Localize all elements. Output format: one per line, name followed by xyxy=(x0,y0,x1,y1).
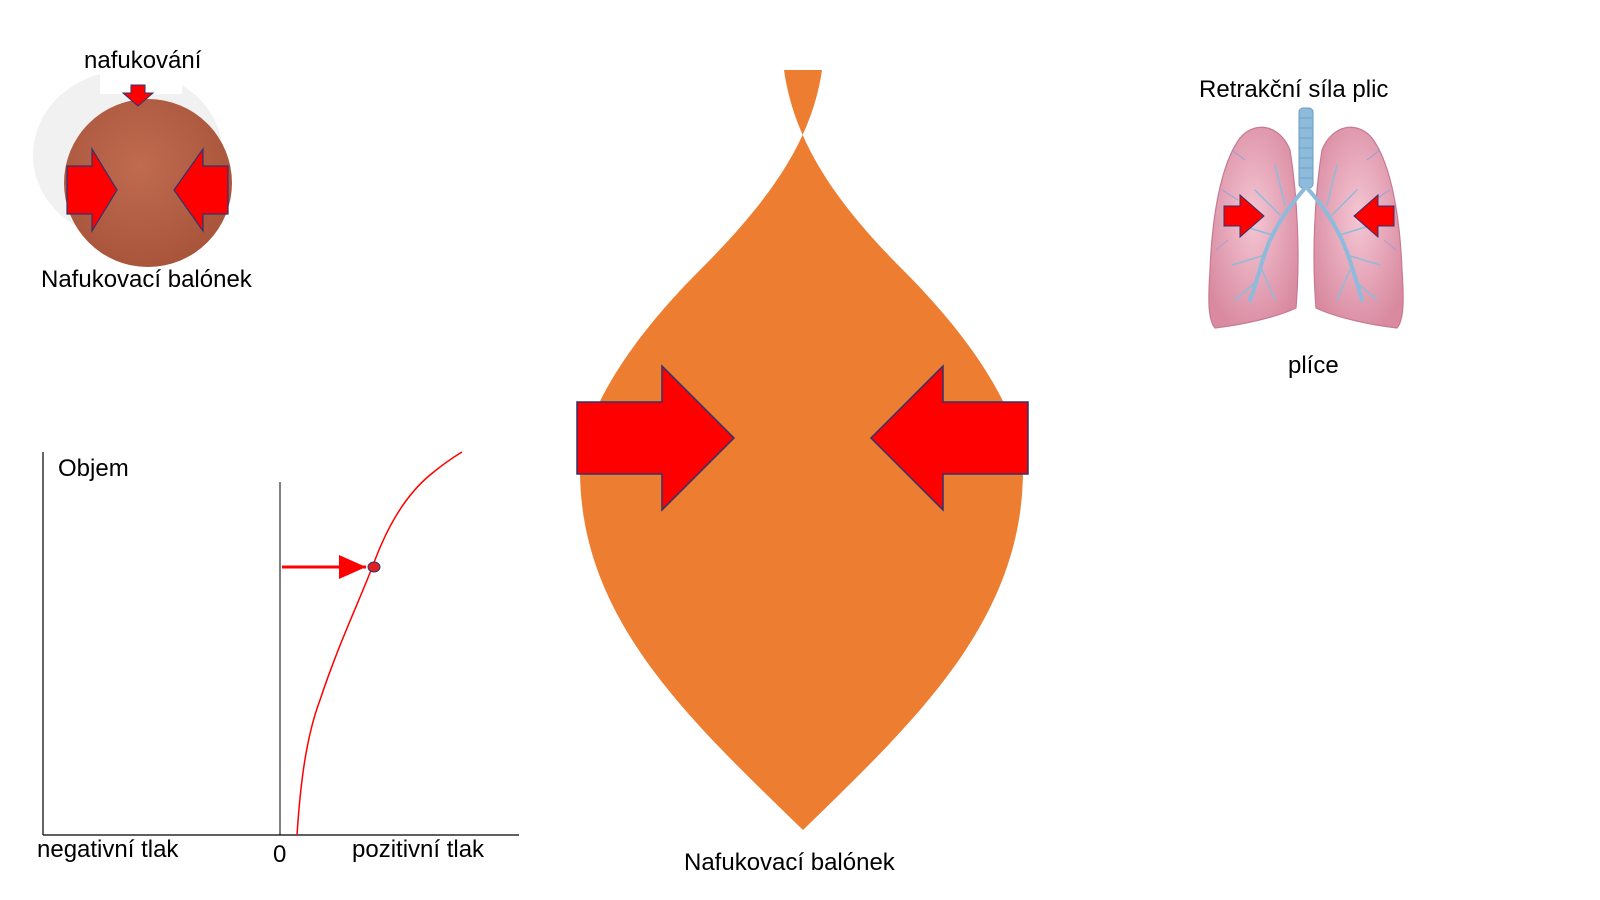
small-balloon-label: Nafukovací balónek xyxy=(41,266,252,293)
graph-x-positive-label: pozitivní tlak xyxy=(352,836,485,863)
lungs-caption: plíce xyxy=(1288,352,1339,379)
operating-point xyxy=(367,561,381,573)
lung-left xyxy=(1208,126,1299,329)
lungs-title: Retrakční síla plic xyxy=(1199,76,1389,103)
small-balloon xyxy=(64,99,232,267)
graph-x-zero-label: 0 xyxy=(273,841,287,868)
inflate-arrow-down-icon xyxy=(121,84,155,107)
graph-x-negative-label: negativní tlak xyxy=(37,836,179,863)
small-arrow-left-icon xyxy=(173,147,229,233)
big-balloon-group xyxy=(576,70,1029,830)
big-balloon-caption: Nafukovací balónek xyxy=(684,849,895,876)
graph-y-label: Objem xyxy=(58,455,129,482)
big-arrow-left-icon xyxy=(869,364,1029,512)
small-balloon-group xyxy=(33,70,232,267)
small-arrow-right-icon xyxy=(66,146,118,234)
compliance-curve xyxy=(296,451,463,836)
lungs-group xyxy=(1208,107,1404,329)
lung-arrow-left-icon xyxy=(1353,193,1395,239)
big-arrow-right-icon xyxy=(576,364,736,512)
inflation-label: nafukování xyxy=(84,47,202,74)
big-balloon xyxy=(580,70,1023,830)
pv-graph xyxy=(42,451,519,836)
lung-right xyxy=(1313,126,1404,329)
lung-arrow-right-icon xyxy=(1223,193,1265,239)
